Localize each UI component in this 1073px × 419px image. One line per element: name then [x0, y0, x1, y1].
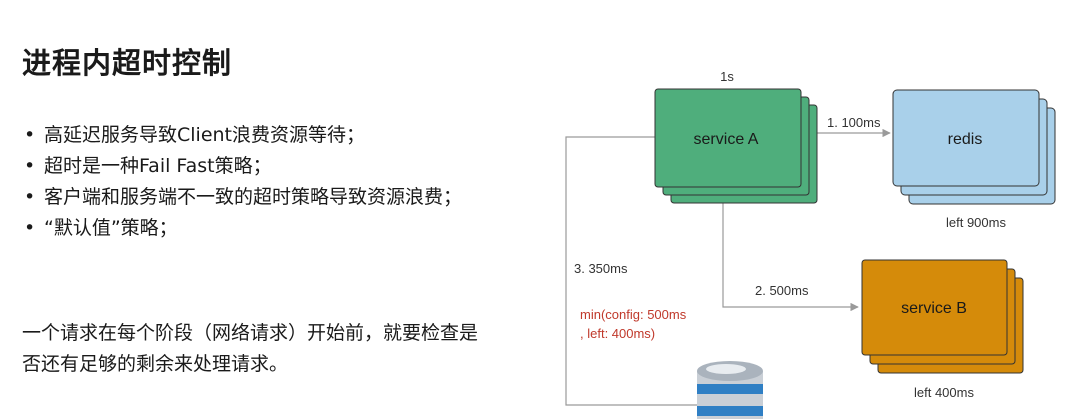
slide-title: 进程内超时控制: [22, 46, 233, 80]
database-icon: [697, 361, 763, 419]
service-a-card: [654, 88, 802, 188]
service-b-card: [861, 259, 1008, 356]
service-b-label: service B: [901, 300, 967, 317]
timeout-formula-line2: , left: 400ms): [580, 326, 655, 341]
timeout-flow-diagram: service A 1s redis left 900ms service B …: [565, 69, 1056, 419]
service-b-left-note: left 400ms: [914, 385, 974, 400]
service-b-node: service B: [861, 259, 1024, 374]
edge-label-redis: 1. 100ms: [827, 115, 881, 130]
service-a-node: service A: [654, 88, 818, 204]
redis-card: [892, 89, 1040, 187]
bullet-item: 高延迟服务导致Client浪费资源等待；: [22, 120, 492, 151]
service-a-label: service A: [694, 131, 759, 148]
redis-label: redis: [948, 131, 983, 148]
bullet-list: 高延迟服务导致Client浪费资源等待； 超时是一种Fail Fast策略； 客…: [22, 120, 492, 244]
edge-label-service-b: 2. 500ms: [755, 283, 809, 298]
bullet-item: “默认值”策略；: [22, 213, 492, 244]
redis-left-note: left 900ms: [946, 215, 1006, 230]
edge-to-service-b: [722, 198, 859, 312]
summary-paragraph: 一个请求在每个阶段（网络请求）开始前，就要检查是否还有足够的剩余来处理请求。: [22, 322, 479, 375]
bullet-item: 超时是一种Fail Fast策略；: [22, 151, 492, 182]
redis-node: redis: [892, 89, 1056, 205]
edge-to-database: [565, 136, 700, 406]
service-a-timeout: 1s: [720, 69, 734, 84]
bullet-item: 客户端和服务端不一致的超时策略导致资源浪费；: [22, 182, 492, 213]
edge-label-database: 3. 350ms: [574, 261, 628, 276]
timeout-formula-line1: min(config: 500ms: [580, 307, 687, 322]
